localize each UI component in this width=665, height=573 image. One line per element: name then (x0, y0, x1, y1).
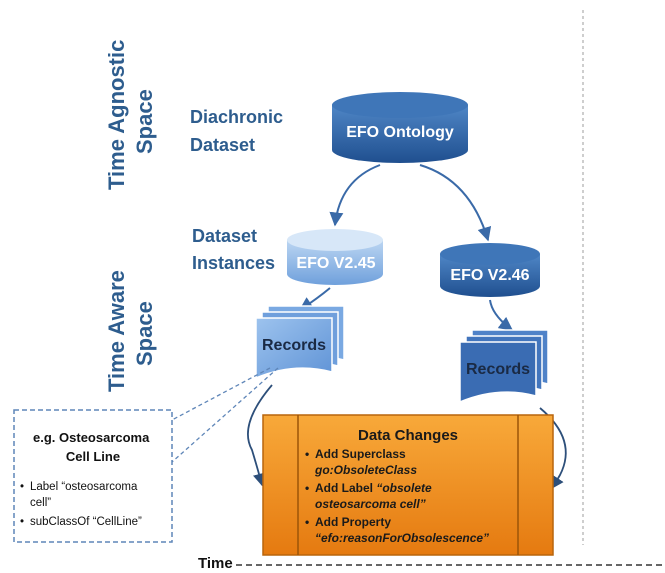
records-left-label: Records (262, 337, 326, 354)
efo-v246-label: EFO V2.46 (450, 267, 529, 284)
time-aware-label: Time Aware Space (104, 264, 157, 392)
efo-v246-cylinder: EFO V2.46 (440, 243, 540, 297)
change-1-ital: go:ObsoleteClass (314, 463, 417, 477)
v246-to-records-arrow (489, 299, 514, 331)
data-changes-title: Data Changes (358, 427, 458, 444)
ontology-to-v246-arrow (419, 164, 492, 242)
change-3-text: Add Property (315, 515, 391, 529)
change-3-ital: “efo:reasonForObsolescence” (315, 531, 489, 545)
example-box: e.g. Osteosarcoma Cell Line • Label “ost… (13, 409, 173, 543)
records-left: Records (255, 305, 345, 380)
change-2-line: Add Label “obsolete (315, 481, 432, 495)
change-bullet-1: • (305, 447, 309, 461)
example-item-1: Label “osteosarcoma cell” (30, 481, 141, 509)
efo-ontology-label: EFO Ontology (346, 124, 454, 141)
example-bullet-1: • (20, 481, 24, 493)
time-axis-label: Time (198, 555, 233, 572)
efo-ontology-cylinder: EFO Ontology (332, 92, 468, 163)
diachronic-dataset-label: Diachronic Dataset (190, 107, 288, 155)
records-right: Records (459, 329, 549, 404)
left-change-arrow (247, 384, 273, 487)
change-2-ital: osteosarcoma cell” (315, 497, 426, 511)
example-item-2: subClassOf “CellLine” (30, 516, 142, 528)
ontology-to-v245-arrow (329, 164, 381, 227)
example-bullet-2: • (20, 516, 24, 528)
change-bullet-3: • (305, 515, 309, 529)
data-changes-box: Data Changes • Add Superclass go:Obsolet… (262, 414, 554, 556)
callout-line-2 (171, 367, 279, 463)
change-bullet-2: • (305, 481, 309, 495)
dataset-instances-label: Dataset Instances (192, 226, 275, 273)
example-title: e.g. Osteosarcoma Cell Line (33, 430, 153, 464)
time-agnostic-label: Time Agnostic Space (104, 34, 157, 190)
change-1-text: Add Superclass (315, 447, 406, 461)
callout-line-1 (171, 367, 271, 421)
records-right-label: Records (466, 361, 530, 378)
right-change-arrow (539, 407, 567, 490)
efo-v245-label: EFO V2.45 (296, 255, 375, 272)
efo-v245-cylinder: EFO V2.45 (287, 229, 383, 285)
